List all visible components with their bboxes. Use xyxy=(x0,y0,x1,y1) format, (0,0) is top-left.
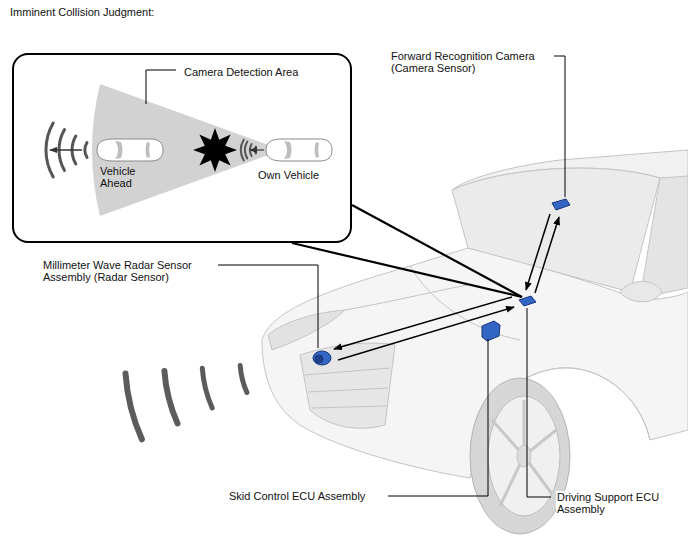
callout-tail-line xyxy=(292,243,522,297)
car-headlight xyxy=(268,310,345,350)
car-top-body xyxy=(97,139,163,161)
radar-wave xyxy=(202,368,212,408)
car-windshield xyxy=(452,168,660,292)
car-fender-line xyxy=(410,266,520,340)
car-illustration xyxy=(262,150,688,534)
car-grille xyxy=(300,343,395,428)
part-label: Driving Support ECU Assembly xyxy=(556,491,670,515)
radar-waves xyxy=(126,366,247,440)
car-rim xyxy=(488,396,560,516)
signal-arrow xyxy=(535,217,559,293)
callout-tail-line xyxy=(352,205,522,297)
wave-arc xyxy=(241,140,244,161)
signal-arrow xyxy=(334,297,512,349)
radar-wave xyxy=(240,366,247,393)
leader-line xyxy=(527,308,551,497)
driving-support-ecu xyxy=(519,296,536,306)
area-label: Camera Detection Area xyxy=(184,66,298,78)
car-top-body xyxy=(266,139,332,161)
part-label: Forward Recognition Camera (Camera Senso… xyxy=(390,50,554,74)
leader-line xyxy=(388,339,488,496)
car-top-window xyxy=(115,141,123,159)
car-mirror xyxy=(620,282,662,302)
vehicle-ahead-icon xyxy=(97,139,163,161)
callout-tail xyxy=(292,205,522,297)
vehicle-label: Own Vehicle xyxy=(258,169,319,181)
inset-scene xyxy=(46,84,332,216)
car-hub xyxy=(517,445,531,467)
part-label: Skid Control ECU Assembly xyxy=(228,490,366,502)
car-side-window xyxy=(640,176,688,298)
collision-starburst xyxy=(193,128,237,172)
skid-control-ecu xyxy=(482,321,500,341)
leader-line xyxy=(551,56,565,197)
car-top-window xyxy=(284,141,292,159)
camera-sensor xyxy=(552,199,570,210)
car-grille-line xyxy=(305,368,390,408)
part-label: Millimeter Wave Radar Sensor Assembly (R… xyxy=(42,259,216,283)
camera-detection-area xyxy=(92,84,282,216)
direction-arrow xyxy=(250,149,264,150)
leader-line xyxy=(218,265,318,348)
signal-arrows xyxy=(334,214,559,360)
radar-sensor xyxy=(313,351,331,365)
car-spokes xyxy=(492,400,556,506)
car-hood-line xyxy=(345,285,468,310)
own-vehicle-icon xyxy=(266,139,332,161)
radar-wave xyxy=(126,374,142,440)
leader-line xyxy=(146,70,176,104)
vehicle-label: Vehicle Ahead xyxy=(100,165,148,189)
car-top-window xyxy=(315,142,320,158)
radar-sensor-face xyxy=(315,355,323,363)
wave-arc xyxy=(245,142,247,159)
wave-arcs xyxy=(46,123,87,177)
signal-arrow xyxy=(526,214,550,290)
callout-box: Camera Detection AreaVehicle Ahead Own Ve… xyxy=(12,53,352,243)
car-tire xyxy=(470,378,570,534)
direction-arrow xyxy=(50,149,82,151)
wave-arc xyxy=(85,143,87,158)
diagram-title: Imminent Collision Judgment: xyxy=(10,6,154,18)
car-top-window xyxy=(146,142,151,158)
radar-wave xyxy=(164,371,177,424)
